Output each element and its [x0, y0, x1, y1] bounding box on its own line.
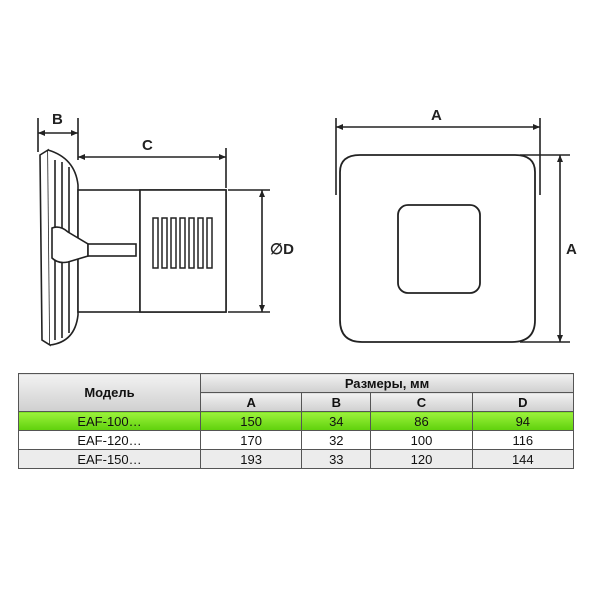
value-cell: 120 [370, 449, 473, 469]
col-header-b: B [301, 392, 372, 412]
spec-table: Модель Размеры, мм A B C D EAF-100… 150 … [18, 373, 575, 469]
value-cell: 34 [301, 411, 372, 431]
model-cell: EAF-120… [18, 430, 201, 450]
label-d: ∅D [270, 241, 294, 258]
col-header-d: D [471, 392, 575, 412]
table-row: EAF-120… 170 32 100 116 [18, 430, 575, 450]
value-cell: 33 [301, 449, 372, 469]
side-view-vents [152, 217, 213, 269]
value-cell: 193 [199, 449, 303, 469]
front-view-center-square [397, 204, 481, 294]
table-row: EAF-150… 193 33 120 144 [18, 449, 575, 469]
col-header-c: C [370, 392, 473, 412]
label-a-top: A [431, 107, 442, 124]
col-header-a: A [199, 392, 303, 412]
value-cell: 94 [471, 411, 575, 431]
value-cell: 150 [199, 411, 303, 431]
label-b: B [52, 111, 63, 128]
label-c: C [142, 137, 153, 154]
dimension-arrows [38, 124, 563, 342]
value-cell: 116 [471, 430, 575, 450]
value-cell: 86 [370, 411, 473, 431]
value-cell: 100 [370, 430, 473, 450]
table-row: EAF-100… 150 34 86 94 [18, 411, 575, 431]
side-view-shaft [87, 243, 137, 257]
label-a-side: A [566, 241, 577, 258]
value-cell: 170 [199, 430, 303, 450]
dimension-drawing: B C ∅D A A [37, 107, 577, 347]
value-cell: 144 [471, 449, 575, 469]
model-header: Модель [18, 373, 201, 412]
model-cell: EAF-150… [18, 449, 201, 469]
value-cell: 32 [301, 430, 372, 450]
dims-header: Размеры, мм [200, 373, 574, 393]
model-cell: EAF-100… [18, 411, 201, 431]
